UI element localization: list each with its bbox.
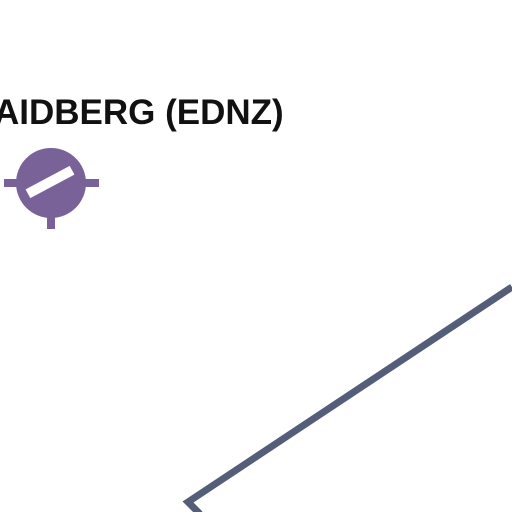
airport-label: AIDBERG (EDNZ) [0, 93, 284, 132]
runway-bar [25, 165, 75, 199]
boundary-polyline [182, 284, 512, 512]
airfield-icon[interactable] [0, 136, 104, 232]
